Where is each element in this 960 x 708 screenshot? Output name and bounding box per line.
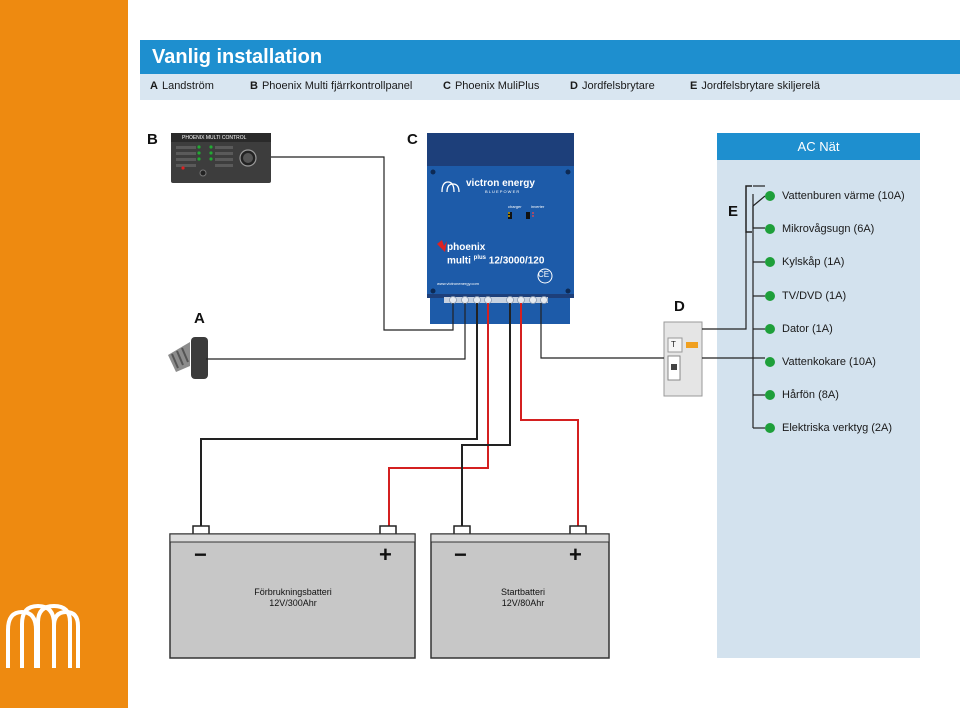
load-connectors — [752, 194, 765, 429]
ac-panel-title: AC Nät — [797, 139, 840, 154]
label-c: C — [407, 131, 418, 148]
rcd-test-label: T — [671, 340, 676, 349]
inverter-unit — [427, 133, 574, 324]
label-a: A — [194, 310, 205, 327]
dc-wiring — [200, 303, 579, 526]
ac-panel-header: AC Nät — [717, 133, 920, 160]
remote-panel — [171, 133, 271, 183]
load-item: Kylskåp (1A) — [782, 256, 845, 268]
load-item: Hårfön (8A) — [782, 389, 839, 401]
inverter-brand: victron energy — [466, 178, 535, 189]
inverter-tagline: B L U E P O W E R — [485, 189, 520, 194]
isolation-relay — [745, 185, 752, 233]
load-item: Dator (1A) — [782, 323, 833, 335]
phoenix-bird-icon — [437, 240, 447, 252]
battery-service — [169, 525, 416, 659]
label-b: B — [147, 131, 158, 148]
load-item: TV/DVD (1A) — [782, 290, 847, 302]
shore-power-plug — [168, 337, 208, 379]
page-title: Vanlig installation — [152, 46, 323, 68]
rcd-breaker — [663, 321, 703, 397]
ce-mark: CE — [538, 270, 550, 279]
battery-service-plus: + — [379, 542, 392, 567]
battery-starter-minus: − — [454, 542, 467, 567]
brand-sidebar — [0, 0, 128, 708]
title-bar: Vanlig installation — [140, 40, 960, 74]
label-d: D — [674, 298, 685, 315]
victron-emblem-icon — [441, 181, 460, 193]
ac-panel: AC Nät — [717, 133, 920, 658]
load-item: Vattenburen värme (10A) — [782, 190, 905, 202]
load-item: Elektriska verktyg (2A) — [782, 422, 893, 434]
battery-starter — [430, 525, 610, 659]
inverter-label: inverter — [531, 204, 545, 209]
label-e: E — [728, 203, 739, 220]
load-item: Mikrovågsugn (6A) — [782, 223, 875, 235]
load-bullets — [765, 191, 775, 433]
product-model: multi plus 12/3000/120 — [447, 255, 545, 267]
battery-service-minus: − — [194, 542, 207, 567]
remote-panel-title: PHOENIX MULTI CONTROL — [182, 135, 247, 141]
ac-wiring — [206, 156, 766, 360]
battery-starter-plus: + — [569, 542, 582, 567]
website-text: www.victronenergy.com — [437, 281, 479, 286]
load-item: Vattenkokare (10A) — [782, 356, 876, 368]
product-name: phoenix — [447, 242, 486, 253]
victron-logo-icon — [6, 603, 80, 668]
charger-label: charger — [508, 204, 522, 209]
